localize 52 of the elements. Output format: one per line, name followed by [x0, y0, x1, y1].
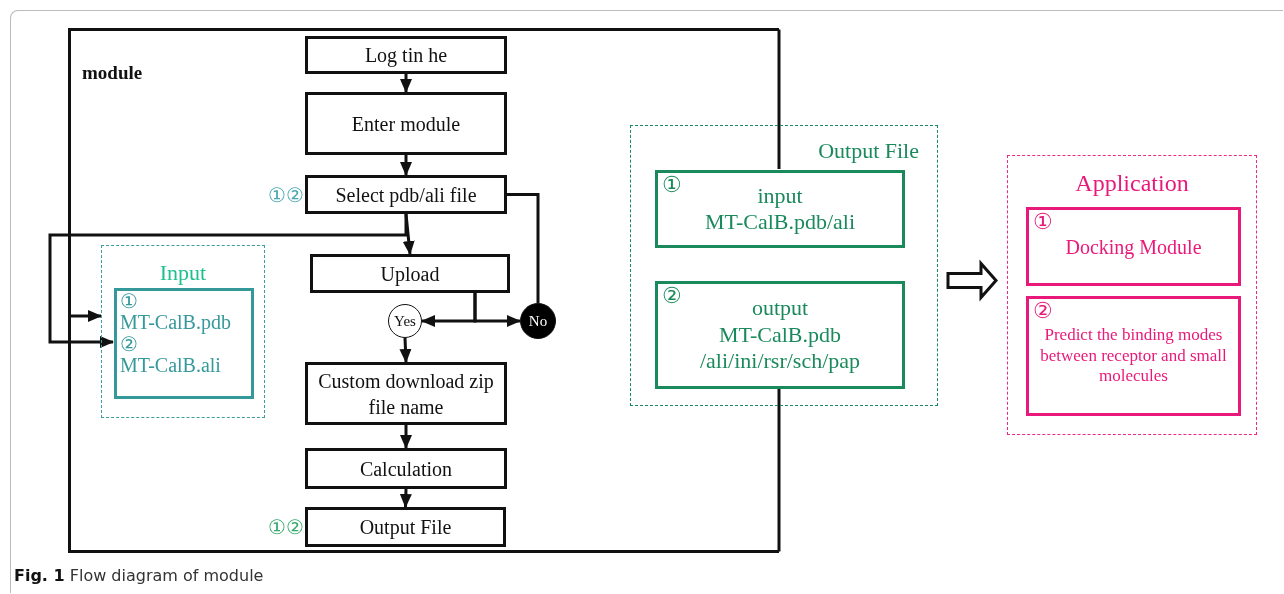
- circled-number: ①: [1033, 211, 1053, 233]
- dashed-group: [1007, 155, 1257, 435]
- decision-circle: No: [520, 303, 556, 339]
- box-label: Docking Module: [1065, 234, 1202, 259]
- circled-number: ②: [1033, 300, 1053, 322]
- info-box: [1026, 296, 1241, 416]
- process-box: [305, 92, 507, 155]
- circled-numbers: ①②: [268, 182, 304, 208]
- circled-number: ②: [120, 333, 138, 354]
- box-label: Calculation: [359, 456, 453, 482]
- arrow: [68, 310, 102, 322]
- arrow: [400, 425, 412, 449]
- info-box: [1026, 207, 1241, 286]
- box-label: MT-CalB.pdb /ali/ini/rsr/sch/pap: [698, 321, 862, 375]
- arrow: [473, 293, 521, 327]
- circled-number: ①: [120, 291, 139, 311]
- circled-numbers: ①②: [268, 515, 304, 540]
- decision-circle: Yes: [388, 304, 422, 338]
- arrow: [400, 155, 412, 176]
- info-box: [655, 281, 905, 389]
- box-label: Enter module: [351, 111, 461, 137]
- box-label: Log tin he: [364, 43, 448, 68]
- module-heading: module: [82, 62, 143, 84]
- block-arrow: [946, 259, 998, 302]
- box-label: Predict the binding modes between receptor and small molecules: [1039, 325, 1228, 387]
- arrow: [400, 74, 412, 93]
- box-label: input: [757, 182, 803, 209]
- process-box: [305, 362, 507, 425]
- file-name: MT-CalB.ali: [120, 353, 222, 377]
- info-box: [655, 170, 905, 248]
- file-name: MT-CalB.pdb: [120, 311, 232, 334]
- circled-number: ②: [662, 285, 682, 307]
- box-label: Select pdb/ali file: [335, 182, 477, 208]
- circled-number: ①: [662, 174, 682, 196]
- box-label: MT-CalB.pdb/ali: [704, 209, 856, 236]
- dashed-group: [101, 245, 265, 418]
- group-title: Application: [1074, 170, 1190, 197]
- arrow: [48, 214, 408, 348]
- arrow: [399, 337, 412, 363]
- process-box: [310, 254, 510, 293]
- box-label: output: [751, 295, 809, 322]
- process-box: [305, 448, 507, 489]
- box-label: Upload: [380, 261, 440, 287]
- process-box: [305, 36, 507, 74]
- figure-caption: Fig. 1 Flow diagram of module: [14, 566, 264, 585]
- file-list-box: [114, 288, 254, 399]
- arrow: [399, 488, 412, 508]
- box-label: Output File: [359, 515, 452, 540]
- group-title: Input: [158, 260, 208, 286]
- box-label: Custom download zip file name: [317, 368, 495, 420]
- dashed-group: [630, 125, 938, 406]
- group-title: Output File: [818, 138, 919, 164]
